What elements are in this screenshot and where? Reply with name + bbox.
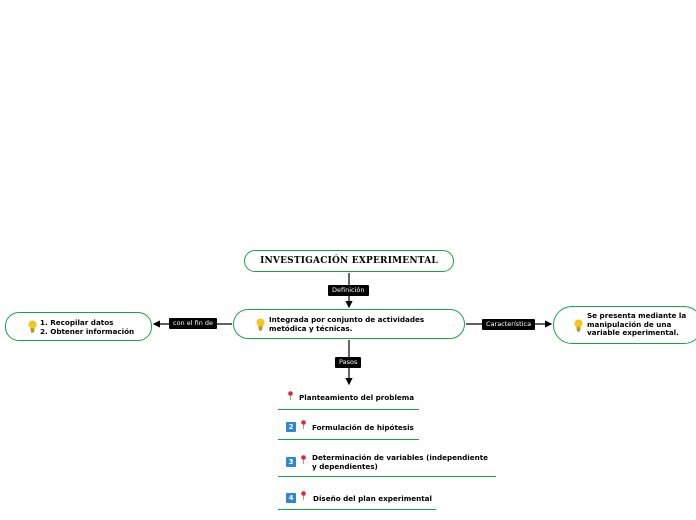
step-3-line: y dependientes) (312, 462, 378, 471)
left-text-line: 2. Obtener información (40, 326, 135, 336)
step-3-text[interactable]: Determinación de variables (independient… (312, 453, 488, 471)
pin-icon (288, 391, 293, 400)
left-node[interactable]: 1. Recopilar datos 2. Obtener informació… (5, 312, 152, 341)
step-2-underline (278, 439, 419, 440)
step-1-text[interactable]: Planteamiento del problema (299, 393, 415, 402)
step-1-underline (278, 409, 419, 410)
tag-caracteristica: Característica (482, 319, 536, 330)
right-text-line: manipulación de una (587, 319, 672, 329)
lightbulb-icon (574, 319, 583, 332)
tag-fin: con el fin de (169, 318, 218, 329)
center-node[interactable]: Integrada por conjunto de actividades me… (233, 309, 465, 339)
center-text: Integrada por conjunto de actividades me… (269, 315, 425, 333)
number-badge-icon: 4 (286, 493, 296, 503)
number-badge-icon: 2 (286, 422, 296, 432)
right-text-line: variable experimental. (587, 328, 679, 337)
pin-icon (301, 420, 306, 429)
pin-icon (301, 491, 306, 500)
center-text-line: metódica y técnicas. (269, 323, 353, 333)
title-node[interactable]: INVESTIGACIÓN EXPERIMENTAL (244, 250, 454, 272)
step-4-underline (278, 509, 436, 510)
step-3-underline (278, 476, 496, 477)
right-node[interactable]: Se presenta mediante la manipulación de … (553, 306, 696, 344)
pin-icon (301, 455, 306, 464)
left-text-line: 1. Recopilar datos (40, 318, 114, 327)
title-text: INVESTIGACIÓN EXPERIMENTAL (260, 256, 438, 266)
step-4-text[interactable]: Diseño del plan experimental (313, 494, 432, 503)
tag-definicion: Definición (328, 285, 369, 296)
number-badge-icon: 3 (286, 457, 296, 467)
center-text-line: Integrada por conjunto de actividades (269, 315, 425, 324)
right-text: Se presenta mediante la manipulación de … (587, 311, 687, 338)
step-2-text[interactable]: Formulación de hipótesis (312, 423, 414, 432)
tag-pasos: Pasos (335, 357, 362, 368)
left-text: 1. Recopilar datos 2. Obtener informació… (40, 318, 135, 336)
lightbulb-icon (256, 318, 265, 331)
right-text-line: Se presenta mediante la (587, 311, 687, 320)
step-3-line: Determinación de variables (independient… (312, 453, 489, 462)
lightbulb-icon (28, 320, 37, 333)
